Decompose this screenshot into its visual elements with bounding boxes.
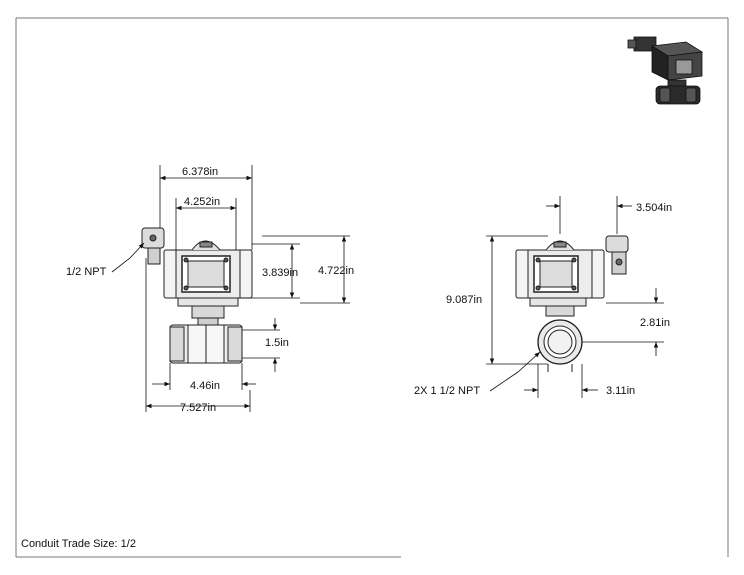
dim-6378: 6.378in <box>182 166 218 178</box>
dim-1-5: 1.5in <box>265 337 289 349</box>
dim-4-46: 4.46in <box>190 380 220 392</box>
dim-2-81: 2.81in <box>640 317 670 329</box>
side-dimension-labels: 3.504in 9.087in 2.81in 3.11in 2X 1 1/2 N… <box>414 202 672 397</box>
conduit-trade-size-caption: Conduit Trade Size: 1/2 <box>21 538 136 550</box>
callout-2x-npt: 2X 1 1/2 NPT <box>414 385 480 397</box>
iso-thumbnail <box>627 36 704 105</box>
dim-7527: 7.527in <box>180 402 216 414</box>
sheet-border <box>15 17 729 558</box>
front-view <box>141 227 253 364</box>
side-view <box>515 235 629 372</box>
front-dimension-labels: 6.378in 4.252in 3.839in 4.722in 1.5in 4.… <box>66 166 354 414</box>
front-dimension-lines <box>111 165 350 412</box>
dim-9087: 9.087in <box>446 294 482 306</box>
dim-3839: 3.839in <box>262 267 298 279</box>
dim-3-11: 3.11in <box>606 385 635 397</box>
callout-half-npt: 1/2 NPT <box>66 266 107 278</box>
side-dimension-lines <box>486 196 664 398</box>
side-solenoid <box>605 235 629 253</box>
dim-4722: 4.722in <box>318 265 354 277</box>
dim-4252: 4.252in <box>184 196 220 208</box>
dim-3504: 3.504in <box>636 202 672 214</box>
